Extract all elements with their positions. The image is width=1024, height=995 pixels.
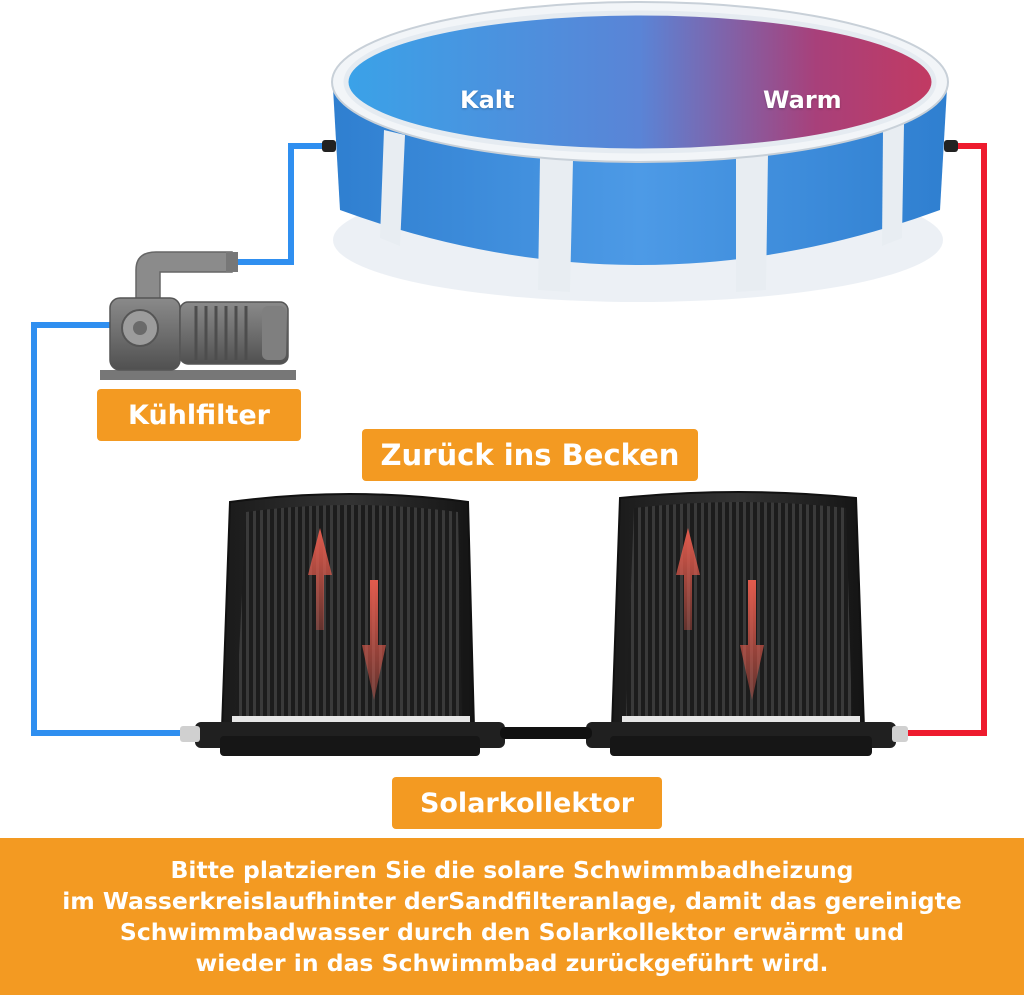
pump-label: Kühlfilter	[97, 389, 301, 441]
return-label: Zurück ins Becken	[362, 429, 698, 481]
collector-label: Solarkollektor	[392, 777, 662, 829]
instruction-line: im Wasserkreislaufhinter derSandfilteran…	[62, 886, 962, 915]
pool-cold-label: Kalt	[460, 86, 515, 114]
connector-hose	[180, 726, 908, 742]
instruction-banner: Bitte platzieren Sie die solare Schwimmb…	[0, 838, 1024, 995]
cold-pipe	[31, 143, 333, 736]
instruction-line: Bitte platzieren Sie die solare Schwimmb…	[170, 855, 854, 884]
pool	[322, 1, 958, 302]
pool-warm-label: Warm	[763, 86, 842, 114]
solar-collector-left	[195, 493, 505, 756]
instruction-line: wieder in das Schwimmbad zurückgeführt w…	[195, 948, 829, 977]
pump	[100, 251, 296, 380]
instruction-line: Schwimmbadwasser durch den Solarkollekto…	[119, 917, 905, 946]
warm-pipe	[900, 143, 987, 736]
solar-collector-right	[586, 491, 896, 756]
